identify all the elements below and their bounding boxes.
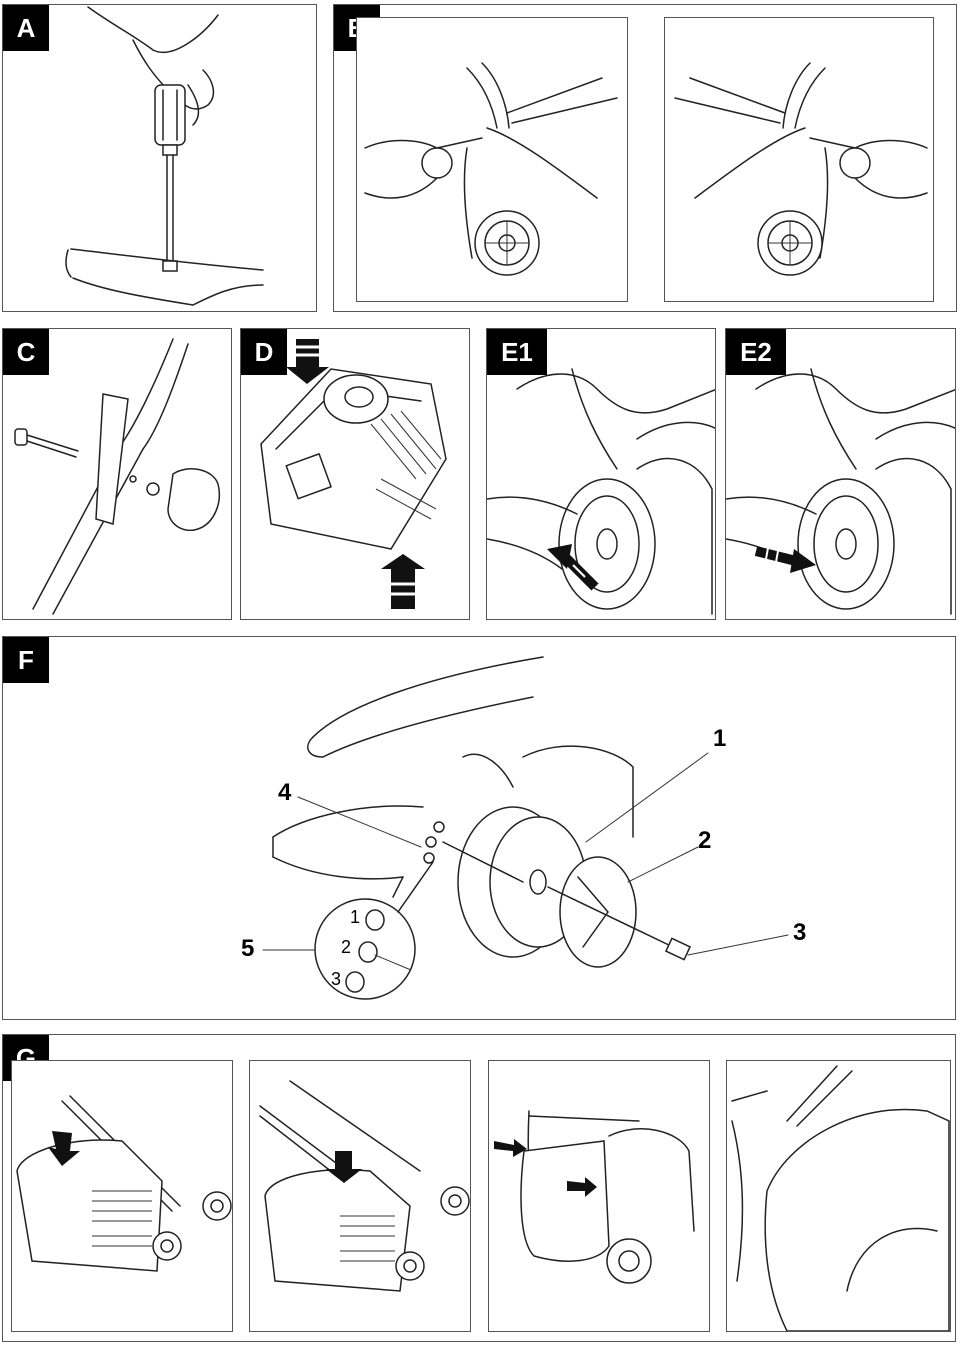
- panel-label-c: C: [3, 329, 49, 375]
- detail-label-1: 1: [350, 907, 361, 927]
- panel-g-step-3: [488, 1060, 710, 1332]
- panel-b: B: [333, 4, 957, 312]
- panel-a: A: [2, 4, 317, 312]
- callout-wheel: 1: [713, 725, 727, 752]
- callout-bolt: 3: [793, 919, 807, 946]
- arrow-down-icon: [48, 1131, 80, 1166]
- detail-label-2: 2: [341, 937, 352, 957]
- callout-hubcap: 2: [698, 827, 712, 854]
- grass-box-attach-step-4-illustration: [731, 1065, 950, 1331]
- callout-holes: 4: [278, 779, 292, 806]
- panel-f: F 1 2 3 4 5 1 2 3: [2, 636, 956, 1020]
- screwdriver-illustration: [65, 6, 264, 306]
- grass-box-attach-step-1-illustration: [16, 1095, 232, 1272]
- panel-b-right-view: [664, 17, 934, 302]
- handle-screw-left-illustration: [364, 62, 618, 276]
- detail-label-3: 3: [331, 969, 342, 989]
- arrow-right-icon: [567, 1177, 597, 1197]
- panel-g: G: [2, 1034, 956, 1342]
- panel-d: D: [240, 328, 470, 620]
- arrow-right-icon: [494, 1139, 527, 1157]
- panel-label-e2: E2: [726, 329, 786, 375]
- panel-g-step-4: [726, 1060, 951, 1332]
- panel-label-f: F: [3, 637, 49, 683]
- panel-label-a: A: [3, 5, 49, 51]
- wheel-mounting-diagram: [262, 656, 789, 1000]
- arrow-up-icon: [381, 554, 425, 609]
- panel-g-step-2: [249, 1060, 471, 1332]
- arrow-right-icon: [754, 546, 816, 573]
- panel-e1: E1: [486, 328, 716, 620]
- arrow-down-icon: [326, 1151, 362, 1183]
- arrow-diagonal-icon: [547, 544, 599, 591]
- callout-detail: 5: [241, 935, 255, 962]
- panel-b-left-view: [356, 17, 628, 302]
- panel-label-e1: E1: [487, 329, 547, 375]
- handle-screw-right-illustration: [674, 62, 928, 276]
- vent-grille: [370, 410, 442, 520]
- wheel-remove-illustration: [487, 368, 715, 615]
- bolt-assembly-illustration: [14, 338, 220, 615]
- panel-e2: E2: [725, 328, 956, 620]
- arrow-down-icon: [286, 339, 329, 384]
- grass-box-attach-step-3-illustration: [494, 1110, 695, 1284]
- panel-label-d: D: [241, 329, 287, 375]
- grass-box-attach-step-2-illustration: [259, 1080, 470, 1292]
- wheel-install-illustration: [726, 368, 955, 615]
- grass-box-assembly-illustration: [260, 339, 447, 609]
- panel-g-step-1: [11, 1060, 233, 1332]
- panel-c: C: [2, 328, 232, 620]
